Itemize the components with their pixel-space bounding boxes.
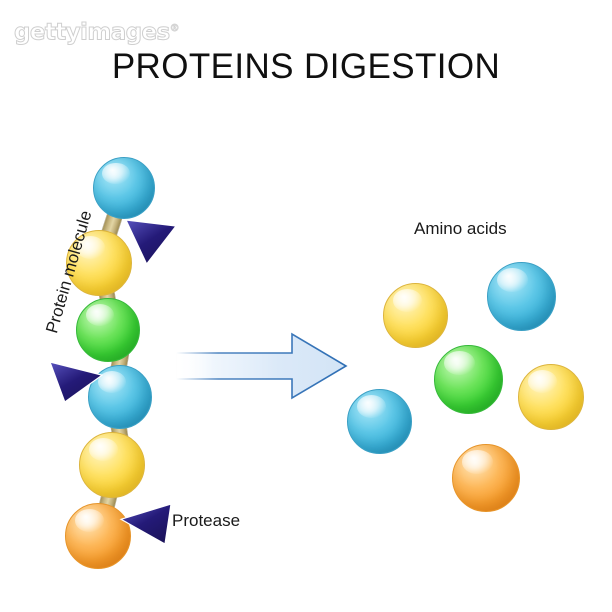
protease-triangle-icon: [124, 218, 178, 266]
amino-acid-yellow-sphere: [518, 364, 584, 430]
amino-acid-blue-sphere: [487, 262, 556, 331]
label-amino-acids: Amino acids: [414, 219, 507, 238]
sphere-highlight: [392, 289, 422, 312]
protease-shape: [49, 361, 104, 403]
protein-residue-yellow-sphere: [79, 432, 145, 498]
protease-triangle-icon: [119, 500, 173, 546]
page-title: PROTEINS DIGESTION: [111, 47, 501, 86]
protease-shape: [124, 219, 178, 266]
digestion-arrow: [175, 331, 348, 401]
amino-acid-blue-sphere: [347, 389, 412, 454]
protease-triangle-icon: [48, 356, 104, 404]
sphere-highlight: [497, 268, 529, 293]
label-protease: Protease: [172, 511, 241, 530]
protease-shape: [119, 503, 172, 545]
sphere-highlight: [462, 450, 493, 475]
amino-acid-orange-sphere: [452, 444, 520, 512]
arrow-shape: [175, 332, 348, 400]
sphere-highlight: [444, 351, 476, 376]
amino-acid-green-sphere: [434, 345, 503, 414]
sphere-highlight: [356, 395, 386, 418]
sphere-highlight: [527, 370, 558, 394]
amino-acid-yellow-sphere: [383, 283, 448, 348]
